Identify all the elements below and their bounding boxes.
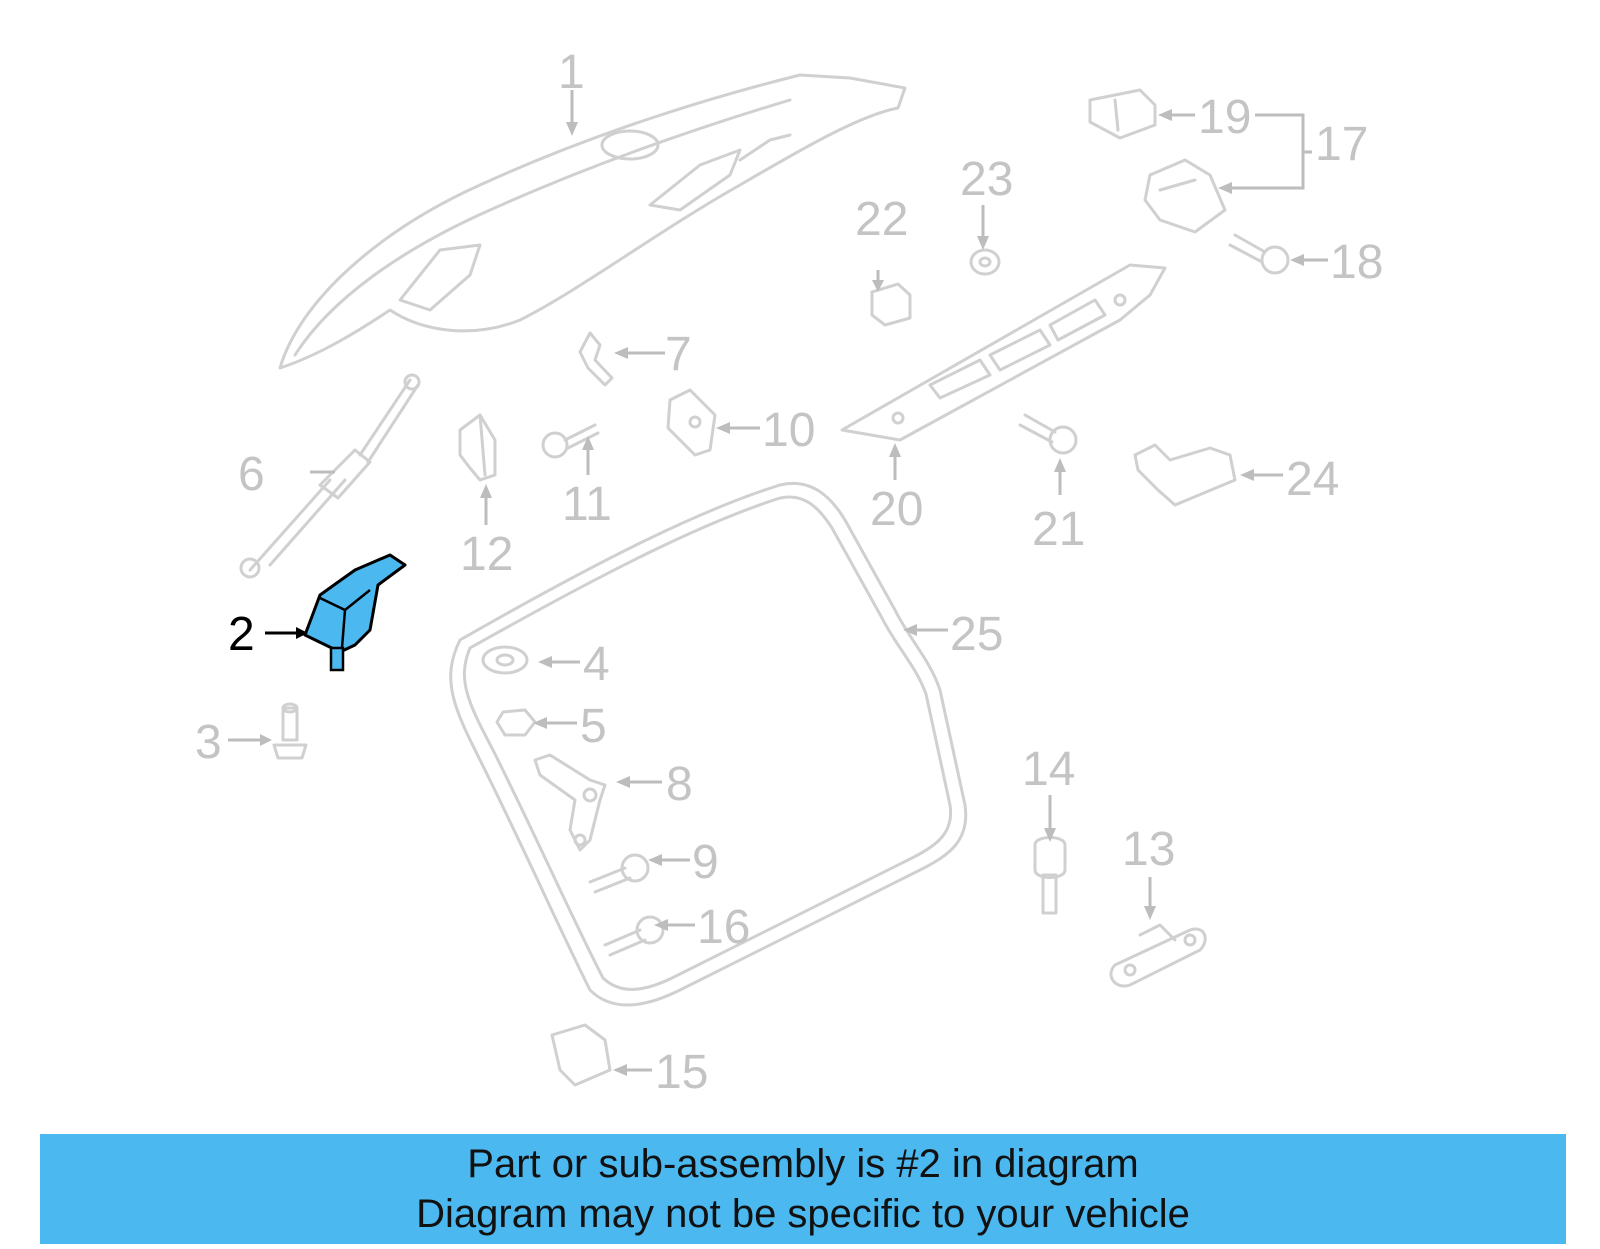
part-21-bolt [1018, 413, 1078, 455]
callout-20: 20 [870, 483, 923, 536]
banner-line-2: Diagram may not be specific to your vehi… [416, 1192, 1190, 1236]
callout-2-highlighted: 2 [228, 608, 255, 661]
callout-arrows [228, 90, 1328, 1076]
callout-13: 13 [1122, 823, 1175, 876]
part-2-highlighted-bracket [303, 553, 407, 672]
callout-19: 19 [1198, 91, 1251, 144]
callout-5: 5 [580, 700, 607, 753]
callout-12: 12 [460, 528, 513, 581]
part-3-bolt [272, 702, 308, 760]
part-4-grommet [481, 645, 529, 675]
callout-11: 11 [562, 478, 612, 531]
callout-3: 3 [195, 716, 222, 769]
part-25-weatherstrip [449, 482, 968, 1007]
callout-24: 24 [1286, 453, 1339, 506]
part-15-bumper [550, 1023, 612, 1087]
callout-1: 1 [558, 46, 585, 99]
part-13-striker [1109, 923, 1207, 988]
part-6-lift-support [239, 373, 421, 579]
part-8-hinge [533, 753, 607, 852]
part-22-clip [870, 282, 912, 327]
part-10-bracket [666, 388, 717, 457]
part-19-bumper [1088, 88, 1157, 140]
callout-23: 23 [960, 153, 1013, 206]
part-24-bracket [1133, 443, 1237, 507]
callout-21: 21 [1032, 503, 1085, 556]
part-20-garnish [840, 263, 1167, 442]
part-23-nut [969, 248, 1001, 276]
part-1-trunk-lid [278, 73, 907, 370]
callout-15: 15 [655, 1046, 708, 1099]
part-7-clip [578, 331, 614, 387]
part-18-bolt [1228, 233, 1290, 275]
callout-16: 16 [697, 901, 750, 954]
callout-4: 4 [583, 638, 610, 691]
part-5-nut [495, 708, 537, 737]
part-17-latch [1143, 158, 1227, 234]
callout-9: 9 [692, 836, 719, 889]
callout-18: 18 [1330, 236, 1383, 289]
callout-22: 22 [855, 193, 908, 246]
callout-6: 6 [238, 448, 265, 501]
parts-diagram: 1 2 3 4 5 6 7 8 9 10 11 12 13 14 15 16 1… [195, 46, 1383, 1099]
callout-10: 10 [762, 404, 815, 457]
callout-14: 14 [1022, 743, 1075, 796]
info-banner: Part or sub-assembly is #2 in diagram Di… [40, 1134, 1566, 1244]
callout-7: 7 [665, 328, 692, 381]
callout-8: 8 [666, 758, 693, 811]
part-12-bracket [458, 413, 497, 482]
banner-line-1: Part or sub-assembly is #2 in diagram [467, 1142, 1139, 1186]
part-14-stud [1033, 836, 1067, 915]
part-16-bolt [603, 915, 665, 957]
part-11-bolt [541, 423, 600, 459]
callout-25: 25 [950, 608, 1003, 661]
callout-17: 17 [1315, 118, 1368, 171]
part-9-bolt [588, 853, 650, 894]
